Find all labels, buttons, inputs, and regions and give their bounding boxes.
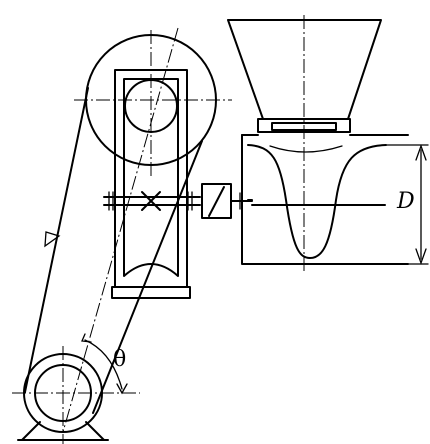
v-belt [24, 27, 203, 433]
angle-arrow-top-icon [81, 333, 92, 343]
shaft-coupling [201, 183, 253, 219]
gear-reducer [111, 69, 191, 299]
drum-body-outline [241, 134, 409, 265]
angle-arrow-bottom-icon [116, 383, 128, 395]
dimension-arrow-bottom-icon [415, 248, 427, 265]
belt-angle: θ [81, 333, 128, 395]
belt-left-strand [24, 87, 89, 393]
dimension-arrow-top-icon [415, 144, 427, 161]
reducer-base-plate [111, 286, 191, 299]
belt-right-strand [92, 140, 203, 414]
coupling-slash [208, 186, 225, 217]
hopper-flange [257, 118, 351, 133]
angle-label-theta: θ [113, 347, 126, 372]
mixing-drum [241, 134, 409, 265]
belt-direction-arrow-icon [44, 231, 61, 248]
dimension-d: D [385, 144, 429, 265]
output-shaft [103, 191, 201, 211]
feed-hopper [227, 15, 382, 272]
reducer-input-gear [124, 79, 178, 133]
large-pulley [74, 30, 232, 178]
reducer-inner-frame [123, 78, 179, 277]
belt-centerline [62, 27, 179, 433]
dimension-label-d: D [396, 189, 415, 214]
hopper-outlet-slot [271, 122, 337, 131]
drum-inner-arc [269, 145, 343, 153]
reducer-bearing-cross-2 [141, 191, 161, 211]
drum-trough-profile [247, 144, 387, 259]
